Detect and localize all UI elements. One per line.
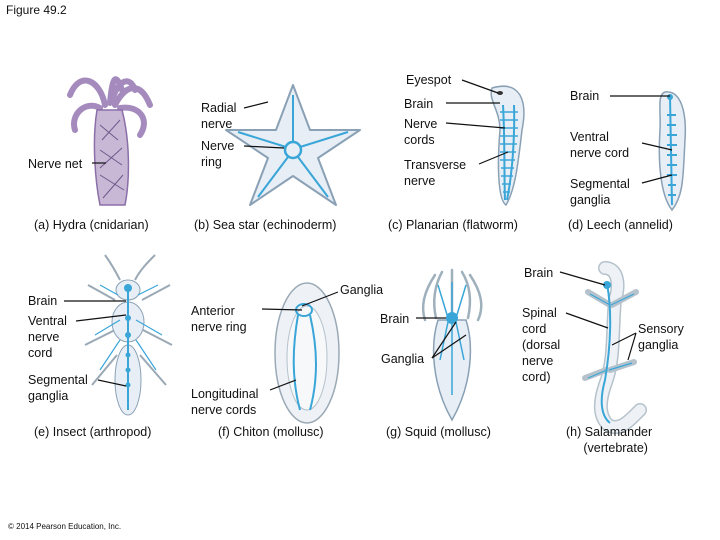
salamander-brain-label: Brain [524,266,554,280]
anterior-nerve-ring-label: Anterior nerve ring [191,304,247,334]
sea-star-caption: (b) Sea star (echinoderm) [194,218,337,232]
squid-brain-label: Brain [380,312,410,326]
leech-illustration [658,91,687,212]
radial-nerve-leader [243,101,269,109]
figure-title: Figure 49.2 [6,3,67,17]
sea-star-illustration [225,84,361,206]
leech-ganglia-leader [641,174,673,184]
squid-ganglia-leader-2 [431,334,467,359]
nerve-ring-leader [243,145,285,149]
longitudinal-nerve-cords-label: Longitudinal nerve cords [191,387,259,417]
insect-illustration [84,254,173,416]
insect-nerve-cord-label: Ventral nerve cord [28,314,67,360]
segmental-ganglia-label: Segmental ganglia [570,177,630,207]
leech-caption: (d) Leech (annelid) [568,218,673,232]
squid-ganglia-leader-1 [431,321,457,359]
spinal-cord-leader [565,312,609,329]
eyespot-leader [461,79,499,94]
planarian-brain-label: Brain [404,97,434,111]
insect-nerve-cord-leader [75,314,127,322]
squid-caption: (g) Squid (mollusc) [386,425,491,439]
chiton-ganglia-leader [301,291,339,307]
longitudinal-cords-leader [269,379,297,391]
squid-illustration [421,268,483,422]
insect-caption: (e) Insect (arthropod) [34,425,152,439]
transverse-nerve-leader [478,151,509,165]
hydra-caption: (a) Hydra (cnidarian) [34,218,149,232]
nerve-net-label: Nerve net [28,157,83,171]
leech-brain-label: Brain [570,89,600,103]
insect-ganglia-leader [97,379,127,387]
hydra-illustration [67,76,153,206]
radial-nerve-label: Radial nerve [201,101,237,131]
nerve-cords-label: Nerve cords [404,117,438,147]
planarian-illustration [490,85,525,207]
chiton-illustration [274,282,340,424]
sensory-ganglia-leader-2 [627,332,637,361]
transverse-nerve-label: Transverse nerve [404,158,467,188]
salamander-illustration [582,261,647,435]
sensory-ganglia-leader-1 [611,332,637,346]
chiton-ganglia-label: Ganglia [340,283,384,297]
sensory-ganglia-label: Sensory ganglia [638,322,684,352]
nerve-ring-label: Nerve ring [201,139,235,169]
insect-ganglia-label: Segmental ganglia [28,373,88,403]
nerve-cords-leader [445,122,506,129]
squid-ganglia-label: Ganglia [381,352,425,366]
spinal-cord-label: Spinal cord (dorsal nerve cord) [522,306,561,384]
ventral-nerve-cord-label: Ventral nerve cord [570,130,630,160]
insect-brain-label: Brain [28,294,58,308]
leech-nerve-cord-leader [641,142,673,151]
salamander-brain-leader [559,271,606,286]
copyright-notice: © 2014 Pearson Education, Inc. [8,522,122,531]
salamander-caption: (h) Salamander (vertebrate) [566,425,653,455]
eyespot-label: Eyespot [406,73,452,87]
planarian-caption: (c) Planarian (flatworm) [388,218,518,232]
anterior-nerve-ring-leader [261,308,303,311]
chiton-caption: (f) Chiton (mollusc) [218,425,324,439]
